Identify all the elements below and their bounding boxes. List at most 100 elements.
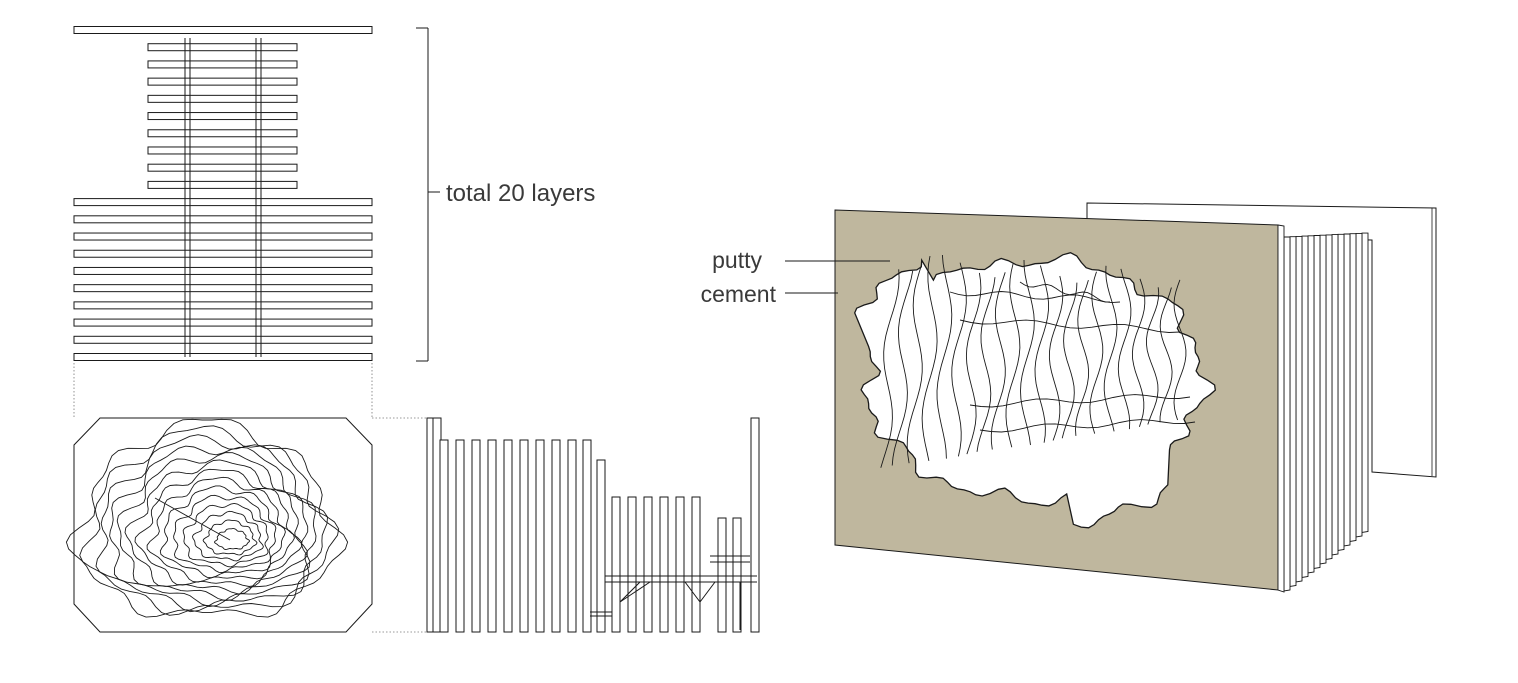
projection-lines — [73, 363, 428, 633]
layer-fin — [1337, 233, 1345, 552]
cavity-wall-line — [1061, 282, 1078, 439]
cavity-ledge-line — [979, 419, 1196, 433]
layer-slab — [73, 215, 373, 224]
layer-slab — [73, 318, 373, 327]
section-bar — [503, 439, 513, 633]
cavity-contours — [880, 254, 1196, 468]
layer-fin — [1283, 236, 1291, 592]
putty-label: putty — [712, 247, 762, 273]
contour-line — [134, 468, 303, 587]
section-bar — [643, 496, 653, 633]
cavity-ledge-line — [969, 394, 1191, 408]
section-bar — [487, 439, 497, 633]
contour-line — [173, 494, 277, 573]
section-bar — [750, 417, 760, 633]
section-bar — [535, 439, 545, 633]
layer-slab — [73, 335, 373, 344]
layer-fin — [1331, 234, 1339, 556]
contour-line — [116, 452, 311, 602]
section-view — [426, 417, 760, 633]
layer-slab — [147, 94, 298, 103]
layer-fin — [1349, 233, 1357, 543]
contour-line — [95, 434, 328, 613]
layer-fin — [1295, 235, 1303, 583]
section-bar — [675, 496, 685, 633]
layer-slab — [147, 77, 298, 86]
section-bar — [627, 496, 637, 633]
cavity-ledge-line — [1019, 281, 1111, 303]
cement-label: cement — [701, 281, 777, 307]
panel-edge — [1277, 224, 1285, 593]
cavity-wall-line — [1034, 265, 1049, 443]
layer-slab — [147, 43, 298, 52]
cavity-wall-line — [1048, 275, 1064, 441]
layer-fin — [1301, 235, 1309, 579]
contour-line — [154, 497, 231, 541]
cavity-wall-line — [1075, 279, 1090, 436]
layer-slab — [73, 198, 373, 207]
cavity-wall-line — [1103, 265, 1118, 432]
layer-fin — [1319, 234, 1327, 565]
layer-stack — [73, 26, 373, 361]
layer-fin — [1361, 232, 1369, 534]
contour-line — [79, 425, 340, 616]
section-bar — [582, 439, 592, 633]
cavity-wall-line — [965, 272, 982, 455]
layer-slab — [73, 232, 373, 241]
cavity-wall-line — [880, 269, 900, 468]
cavity-wall-line — [921, 256, 938, 461]
cavity-wall-line — [936, 254, 953, 459]
contour-line — [146, 476, 295, 583]
contour-line — [182, 502, 269, 568]
contour-line — [159, 485, 286, 579]
section-bar — [717, 517, 727, 633]
layer-slab — [147, 180, 298, 189]
layer-slab — [73, 301, 373, 310]
cavity-ledge-line — [959, 319, 1181, 333]
section-bar — [732, 517, 742, 633]
cavity-wall-line — [906, 263, 923, 464]
cavity-wall-line — [990, 272, 1006, 450]
section-frame-line — [699, 581, 716, 603]
layer-fin — [1289, 236, 1297, 588]
layer-slab — [73, 26, 373, 34]
cavity-ledge-line — [949, 291, 1121, 304]
section-frame-line — [619, 581, 651, 603]
putty-cavity — [853, 252, 1216, 529]
layer-slab — [73, 266, 373, 275]
layer-count-label: total 20 layers — [446, 180, 595, 207]
contour-line — [192, 510, 264, 562]
cavity-wall-line — [976, 277, 996, 452]
cavity-wall-line — [1146, 287, 1160, 425]
model-3d: putty cement — [701, 202, 1437, 593]
section-bar — [691, 496, 701, 633]
layer-slab — [147, 112, 298, 121]
layer-slab — [147, 60, 298, 69]
cavity-wall-line — [1020, 259, 1035, 446]
plan-view — [65, 417, 373, 633]
contour-line — [214, 528, 250, 550]
cavity-wall-line — [1005, 263, 1021, 448]
section-bar — [659, 496, 669, 633]
layer-fin — [1307, 235, 1315, 574]
layer-slab — [73, 284, 373, 293]
layer-slab — [147, 129, 298, 138]
section-bar — [596, 459, 606, 633]
section-bar — [567, 439, 577, 633]
section-bar — [455, 439, 465, 633]
section-frame-line — [619, 581, 641, 603]
layer-slab — [73, 353, 373, 361]
cavity-wall-line — [1131, 278, 1146, 427]
section-frame-line — [684, 581, 701, 603]
section-bar — [551, 439, 561, 633]
section-bar — [471, 439, 481, 633]
plan-contours — [65, 418, 349, 618]
cavity-wall-line — [1159, 287, 1173, 423]
contour-line — [109, 445, 317, 608]
layer-slab — [73, 249, 373, 258]
cavity-wall-line — [1117, 268, 1132, 430]
contour-line — [202, 519, 258, 556]
cavity-wall-line — [1173, 279, 1187, 421]
layer-fins — [1283, 232, 1369, 592]
